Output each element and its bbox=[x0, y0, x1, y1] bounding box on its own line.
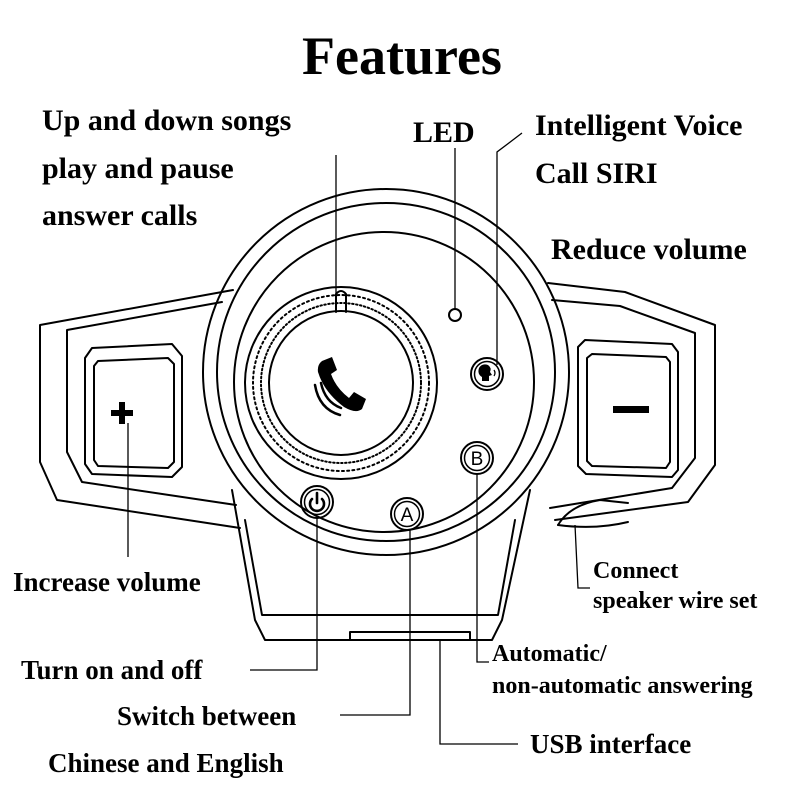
label-voice-2: Call SIRI bbox=[535, 157, 658, 190]
label-auto-answer-2: non-automatic answering bbox=[492, 673, 753, 699]
right-wing bbox=[547, 282, 716, 521]
label-multifunction-2: play and pause bbox=[42, 152, 234, 185]
label-usb: USB interface bbox=[530, 729, 692, 759]
leader-power bbox=[250, 518, 318, 671]
left-wing bbox=[39, 289, 241, 529]
dial bbox=[244, 286, 438, 480]
power-icon bbox=[308, 491, 326, 513]
a-button[interactable] bbox=[390, 497, 424, 531]
leader-voice bbox=[496, 132, 523, 365]
minus-icon bbox=[613, 406, 649, 413]
speaker-connector bbox=[557, 499, 629, 528]
label-reduce-volume: Reduce volume bbox=[551, 233, 747, 266]
label-speaker-2: speaker wire set bbox=[593, 588, 758, 614]
voice-button[interactable] bbox=[470, 357, 504, 391]
phone-icon bbox=[313, 357, 366, 417]
page-title: Features bbox=[302, 26, 502, 86]
led-indicator bbox=[448, 308, 462, 322]
label-multifunction-3: answer calls bbox=[42, 199, 198, 232]
label-voice-1: Intelligent Voice bbox=[535, 109, 743, 142]
leader-auto-answer bbox=[476, 474, 489, 663]
label-language-2: Chinese and English bbox=[48, 748, 284, 778]
a-button-label: A bbox=[401, 505, 414, 526]
label-multifunction-1: Up and down songs bbox=[42, 104, 292, 137]
leader-language bbox=[340, 530, 411, 716]
plus-icon bbox=[111, 402, 133, 424]
label-language-1: Switch between bbox=[117, 701, 297, 731]
voice-assistant-icon bbox=[478, 364, 496, 381]
label-increase-volume: Increase volume bbox=[13, 567, 201, 597]
leader-usb bbox=[439, 640, 518, 745]
leader-speaker bbox=[574, 524, 590, 589]
label-auto-answer-1: Automatic/ bbox=[492, 641, 607, 667]
label-speaker-1: Connect bbox=[593, 558, 679, 584]
label-power: Turn on and off bbox=[21, 655, 203, 685]
b-button-label: B bbox=[471, 449, 484, 470]
label-led: LED bbox=[413, 116, 475, 149]
